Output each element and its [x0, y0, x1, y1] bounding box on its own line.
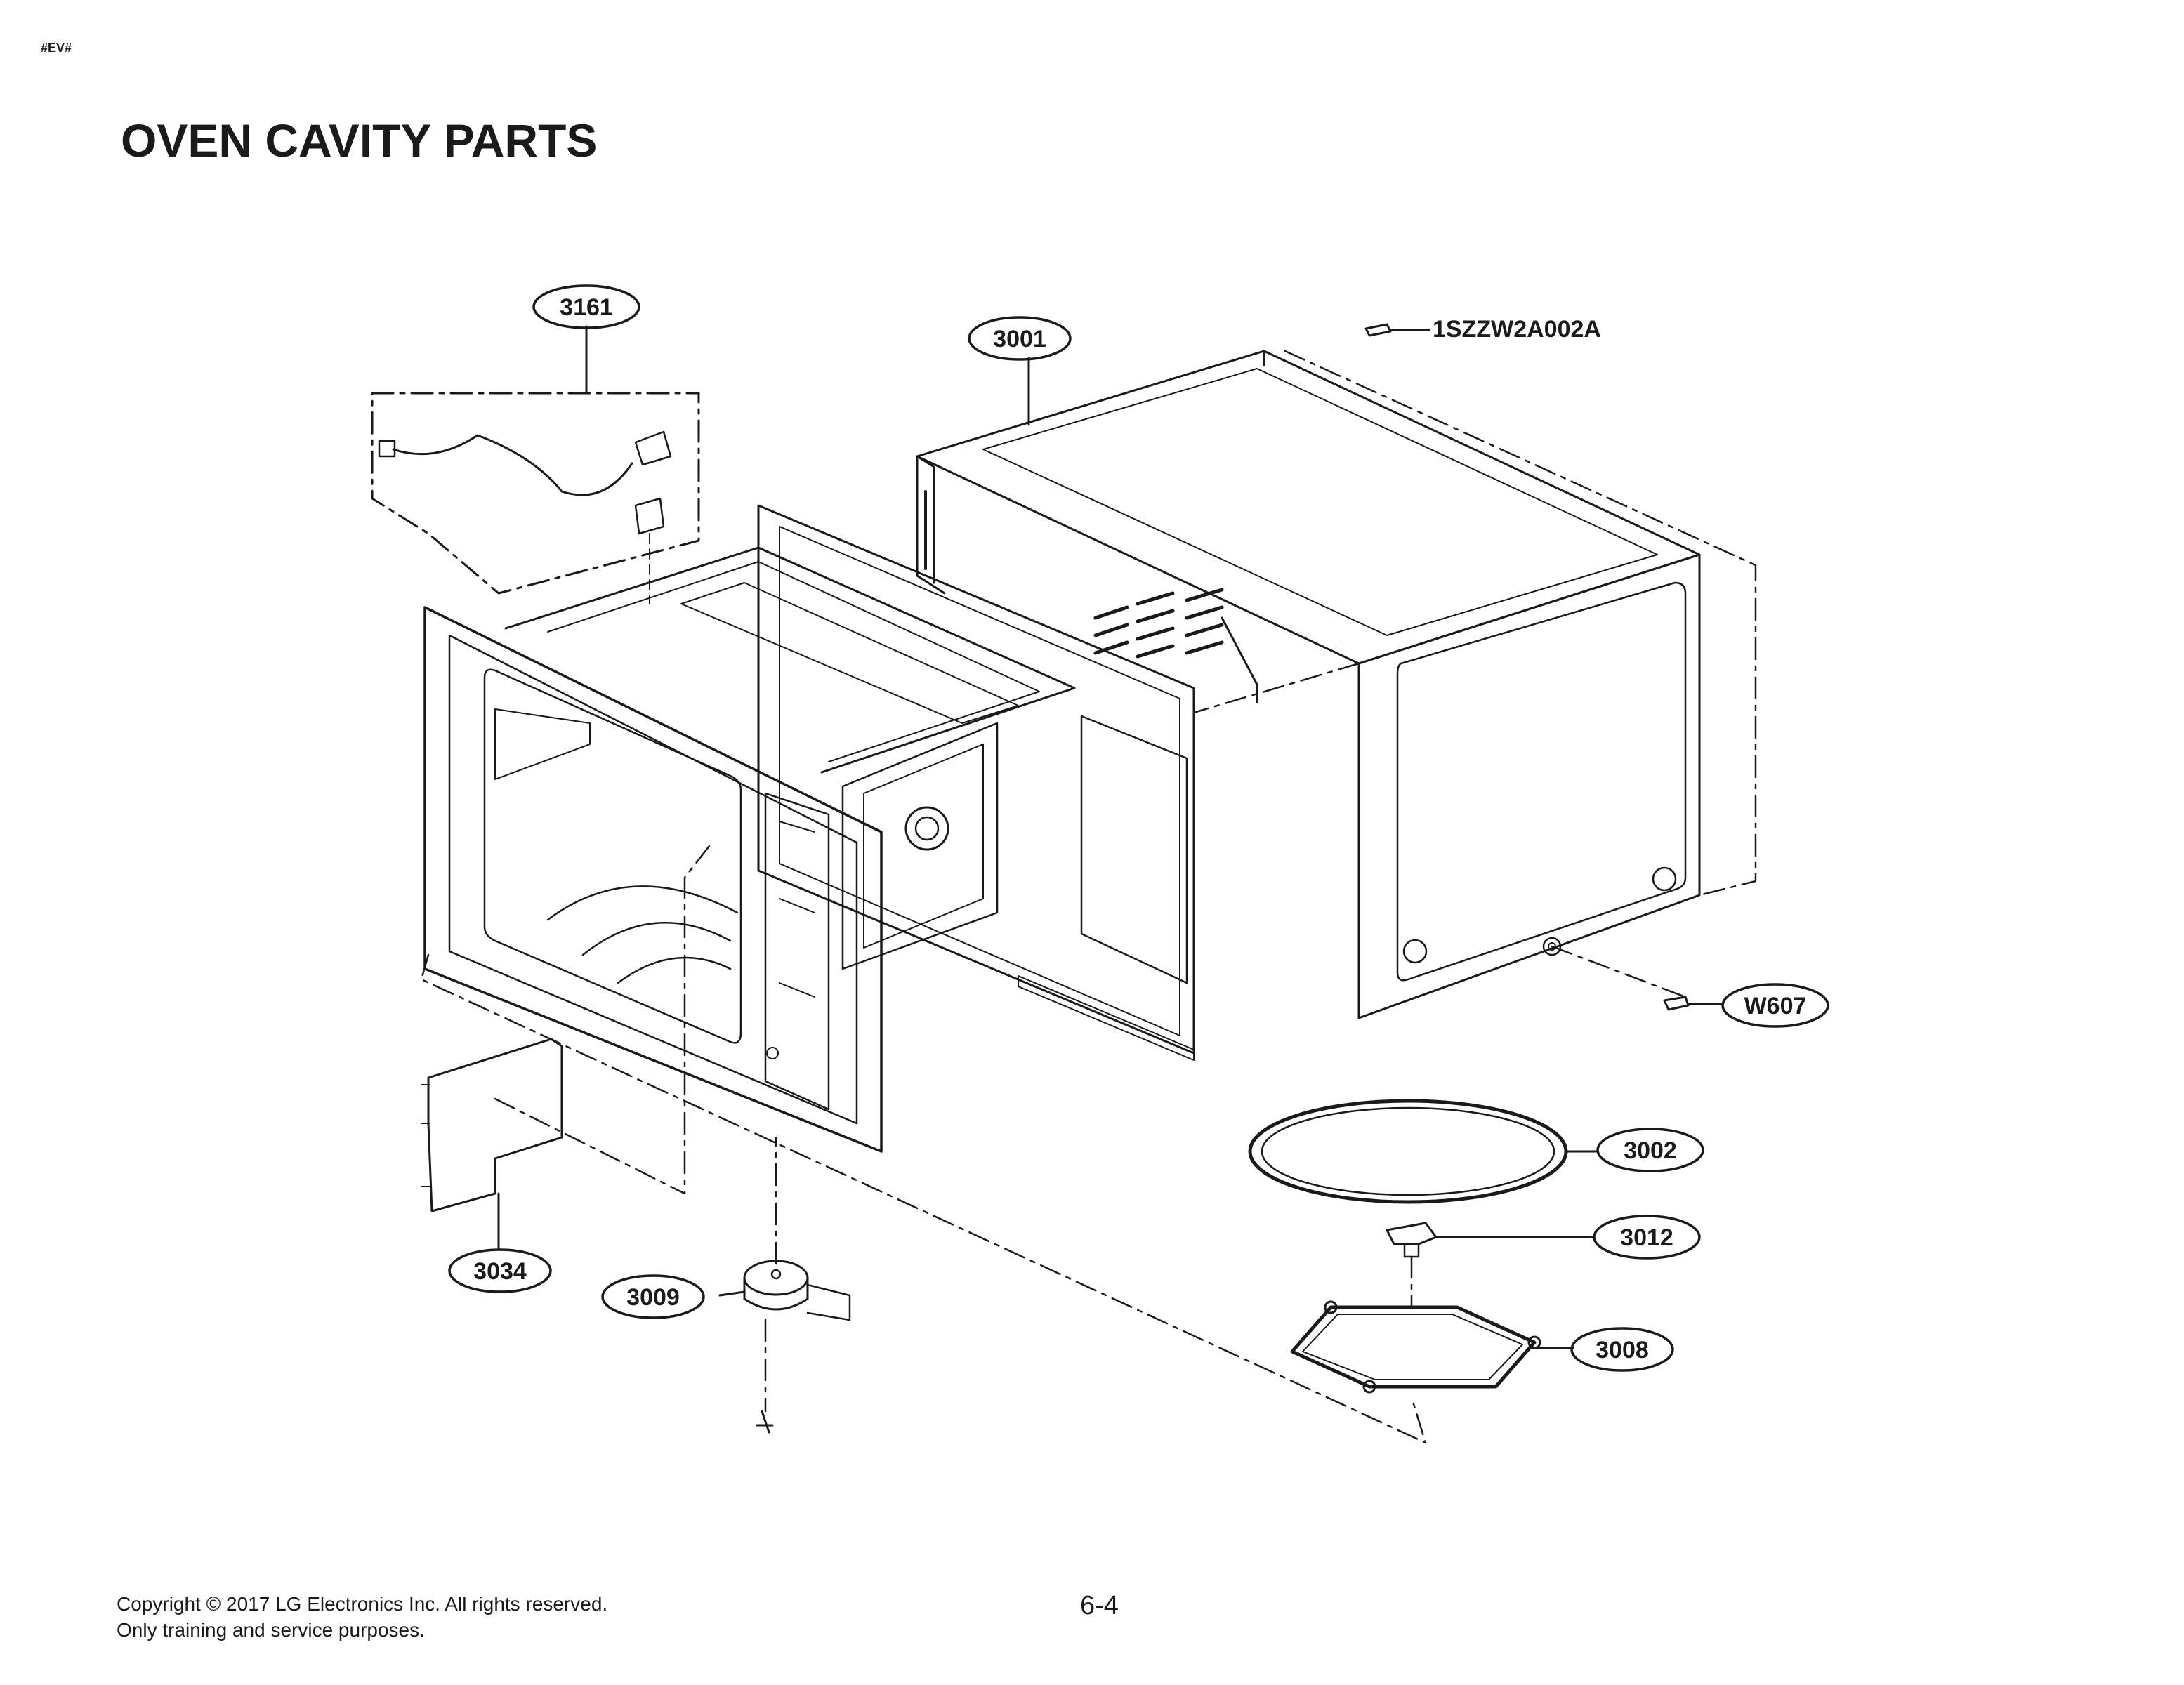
callout-ovals: [448, 284, 1829, 1372]
sensor-harness-3161: [371, 392, 700, 604]
page-title: OVEN CAVITY PARTS: [121, 114, 598, 166]
callout-3008: 3008: [1596, 1337, 1649, 1363]
callout-3161: 3161: [560, 294, 613, 321]
page-number: 6-4: [1080, 1591, 1119, 1620]
coupler-3012: [1386, 1222, 1438, 1258]
cover-plate-3034: [421, 1038, 563, 1212]
cabinet-assembly-lines: [1192, 350, 1757, 998]
turntable-motor-3009: [743, 1260, 851, 1321]
assembly-lines: [420, 845, 1427, 1444]
callout-3012: 3012: [1620, 1224, 1673, 1251]
callout-3009: 3009: [626, 1284, 680, 1311]
callout-3002: 3002: [1624, 1137, 1677, 1164]
glass-tray-3002: [1248, 1099, 1568, 1204]
callout-w607: W607: [1744, 993, 1807, 1019]
outer-cabinet: [916, 350, 1701, 1019]
document-tag: #EV#: [41, 41, 72, 55]
callout-leaders: [497, 325, 1722, 1349]
roller-ring-3008: [1290, 1300, 1541, 1394]
inner-cavity: [423, 504, 1195, 1153]
copyright-line: Copyright © 2017 LG Electronics Inc. All…: [117, 1593, 608, 1615]
callout-3034: 3034: [473, 1258, 527, 1285]
copyright-block: Copyright © 2017 LG Electronics Inc. All…: [117, 1591, 607, 1643]
usage-notice: Only training and service purposes.: [117, 1619, 425, 1641]
callout-labels: 3161 3001 1SZZW2A002A W607 3002 3012 300…: [473, 294, 1806, 1363]
screws: [756, 323, 1690, 1434]
callout-screw-1szzw2a002a: 1SZZW2A002A: [1433, 316, 1601, 343]
callout-3001: 3001: [993, 326, 1046, 352]
